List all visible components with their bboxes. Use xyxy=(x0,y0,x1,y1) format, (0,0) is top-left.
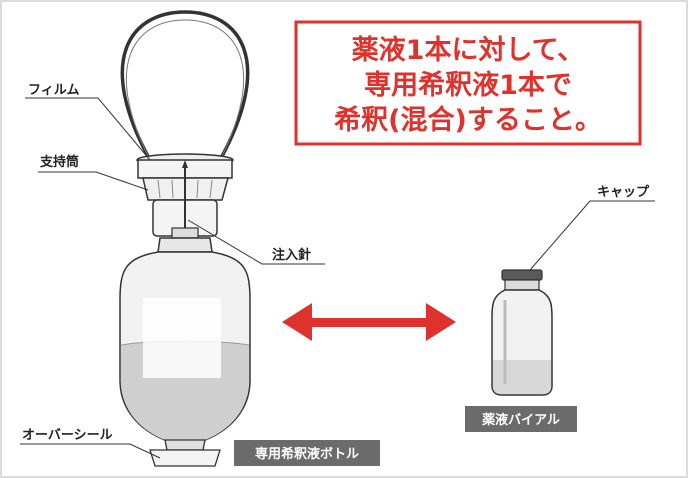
vial-illustration xyxy=(491,269,553,396)
notice-line-2: 専用希釈液1本で xyxy=(364,70,572,101)
leader-cap xyxy=(529,200,655,271)
arrow-shaft xyxy=(304,318,434,327)
bottle-bottom-port xyxy=(164,439,206,451)
needle-tip xyxy=(182,160,188,168)
caption-bottle-text: 専用希釈液ボトル xyxy=(255,446,359,462)
label-cap: キャップ xyxy=(597,185,650,200)
bottle-labels: フィルム 支持筒 注入針 オーバーシール xyxy=(20,83,325,459)
over-seal xyxy=(149,449,221,467)
caption-vial-bg xyxy=(465,406,577,432)
label-over-seal: オーバーシール xyxy=(22,428,113,443)
support-tube-rib xyxy=(171,179,174,199)
arrow-head-left xyxy=(282,303,312,341)
vial-neck xyxy=(504,279,540,291)
caption-bottle-bg xyxy=(234,440,380,466)
vial-labels: キャップ xyxy=(529,185,655,271)
notice-box: 薬液1本に対して、 専用希釈液1本で 希釈(混合)すること。 xyxy=(294,20,642,146)
label-film: フィルム xyxy=(28,83,79,98)
hanger-loop xyxy=(120,10,250,161)
label-injection-needle: 注入針 xyxy=(272,247,311,263)
leader-support-tube xyxy=(38,171,149,191)
caption-vial: 薬液バイアル xyxy=(465,406,577,432)
bottle-label xyxy=(143,298,221,378)
double-arrow-icon xyxy=(282,303,456,341)
vial-liquid xyxy=(493,360,551,394)
caption-bottle: 専用希釈液ボトル xyxy=(234,440,380,466)
notice-line-1: 薬液1本に対して、 xyxy=(352,35,585,66)
support-tube-rib xyxy=(209,179,213,199)
notice-line-3: 希釈(混合)すること。 xyxy=(334,104,602,136)
vial-cap xyxy=(501,269,543,281)
diluent-bottle-illustration xyxy=(119,10,251,467)
arrow-head-right xyxy=(426,303,456,341)
label-support-tube: 支持筒 xyxy=(39,154,79,170)
support-tube-rib xyxy=(157,179,161,199)
caption-vial-text: 薬液バイアル xyxy=(481,412,560,428)
leader-film xyxy=(25,97,151,161)
support-tube-rib xyxy=(196,179,199,199)
leader-over-seal xyxy=(20,443,161,459)
notice-border xyxy=(294,20,642,146)
bottle-cap xyxy=(171,227,199,239)
leader-injection-needle xyxy=(187,219,325,265)
bottle-neck xyxy=(157,237,213,253)
hanger-loop-inner xyxy=(125,19,245,161)
